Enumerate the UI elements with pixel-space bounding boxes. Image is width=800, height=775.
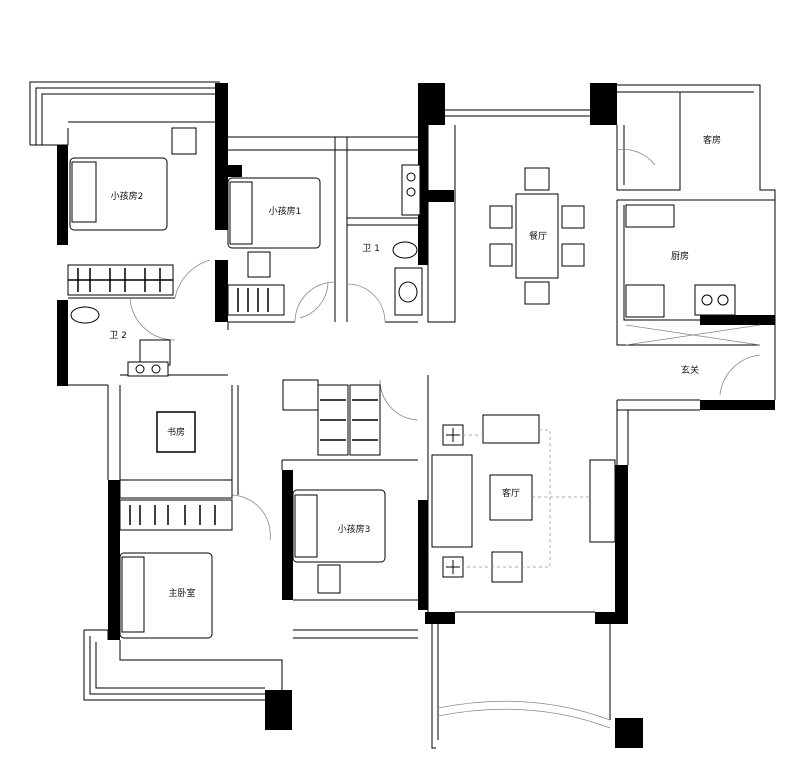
label-bath-2: 卫 2 bbox=[109, 331, 127, 341]
bed-master bbox=[119, 552, 213, 639]
label-dining: 餐厅 bbox=[529, 230, 547, 242]
doors bbox=[129, 149, 761, 541]
wardrobe-child-room-2 bbox=[67, 264, 174, 296]
bathroom-1-fixtures bbox=[392, 164, 423, 316]
label-living: 客厅 bbox=[502, 487, 520, 499]
study-desk bbox=[119, 411, 233, 531]
label-child-room-2: 小孩房2 bbox=[111, 190, 144, 202]
label-entrance: 玄关 bbox=[681, 364, 699, 376]
label-kitchen: 厨房 bbox=[671, 250, 689, 262]
balcony-top-left bbox=[29, 81, 220, 146]
label-bath-1: 卫 1 bbox=[362, 244, 380, 254]
label-study: 书房 bbox=[167, 426, 185, 438]
bed-child-room-1 bbox=[227, 177, 321, 316]
bed-child-room-3 bbox=[292, 489, 386, 594]
bed-child-room-2 bbox=[69, 127, 197, 231]
dining-table bbox=[489, 167, 585, 305]
room-labels: 小孩房2 小孩房1 卫 1 餐厅 客房 厨房 卫 2 玄关 书房 客厅 小孩房3… bbox=[109, 134, 721, 599]
wardrobe-child-room-3 bbox=[282, 379, 381, 456]
label-master-bedroom: 主卧室 bbox=[168, 587, 195, 599]
bathroom-2-fixtures bbox=[70, 306, 171, 377]
kitchen-counter bbox=[625, 204, 761, 346]
label-guest-room: 客房 bbox=[703, 134, 721, 146]
label-child-room-1: 小孩房1 bbox=[269, 205, 302, 217]
label-child-room-3: 小孩房3 bbox=[338, 523, 371, 535]
living-room-furniture bbox=[431, 414, 616, 583]
partition-walls bbox=[67, 84, 776, 749]
